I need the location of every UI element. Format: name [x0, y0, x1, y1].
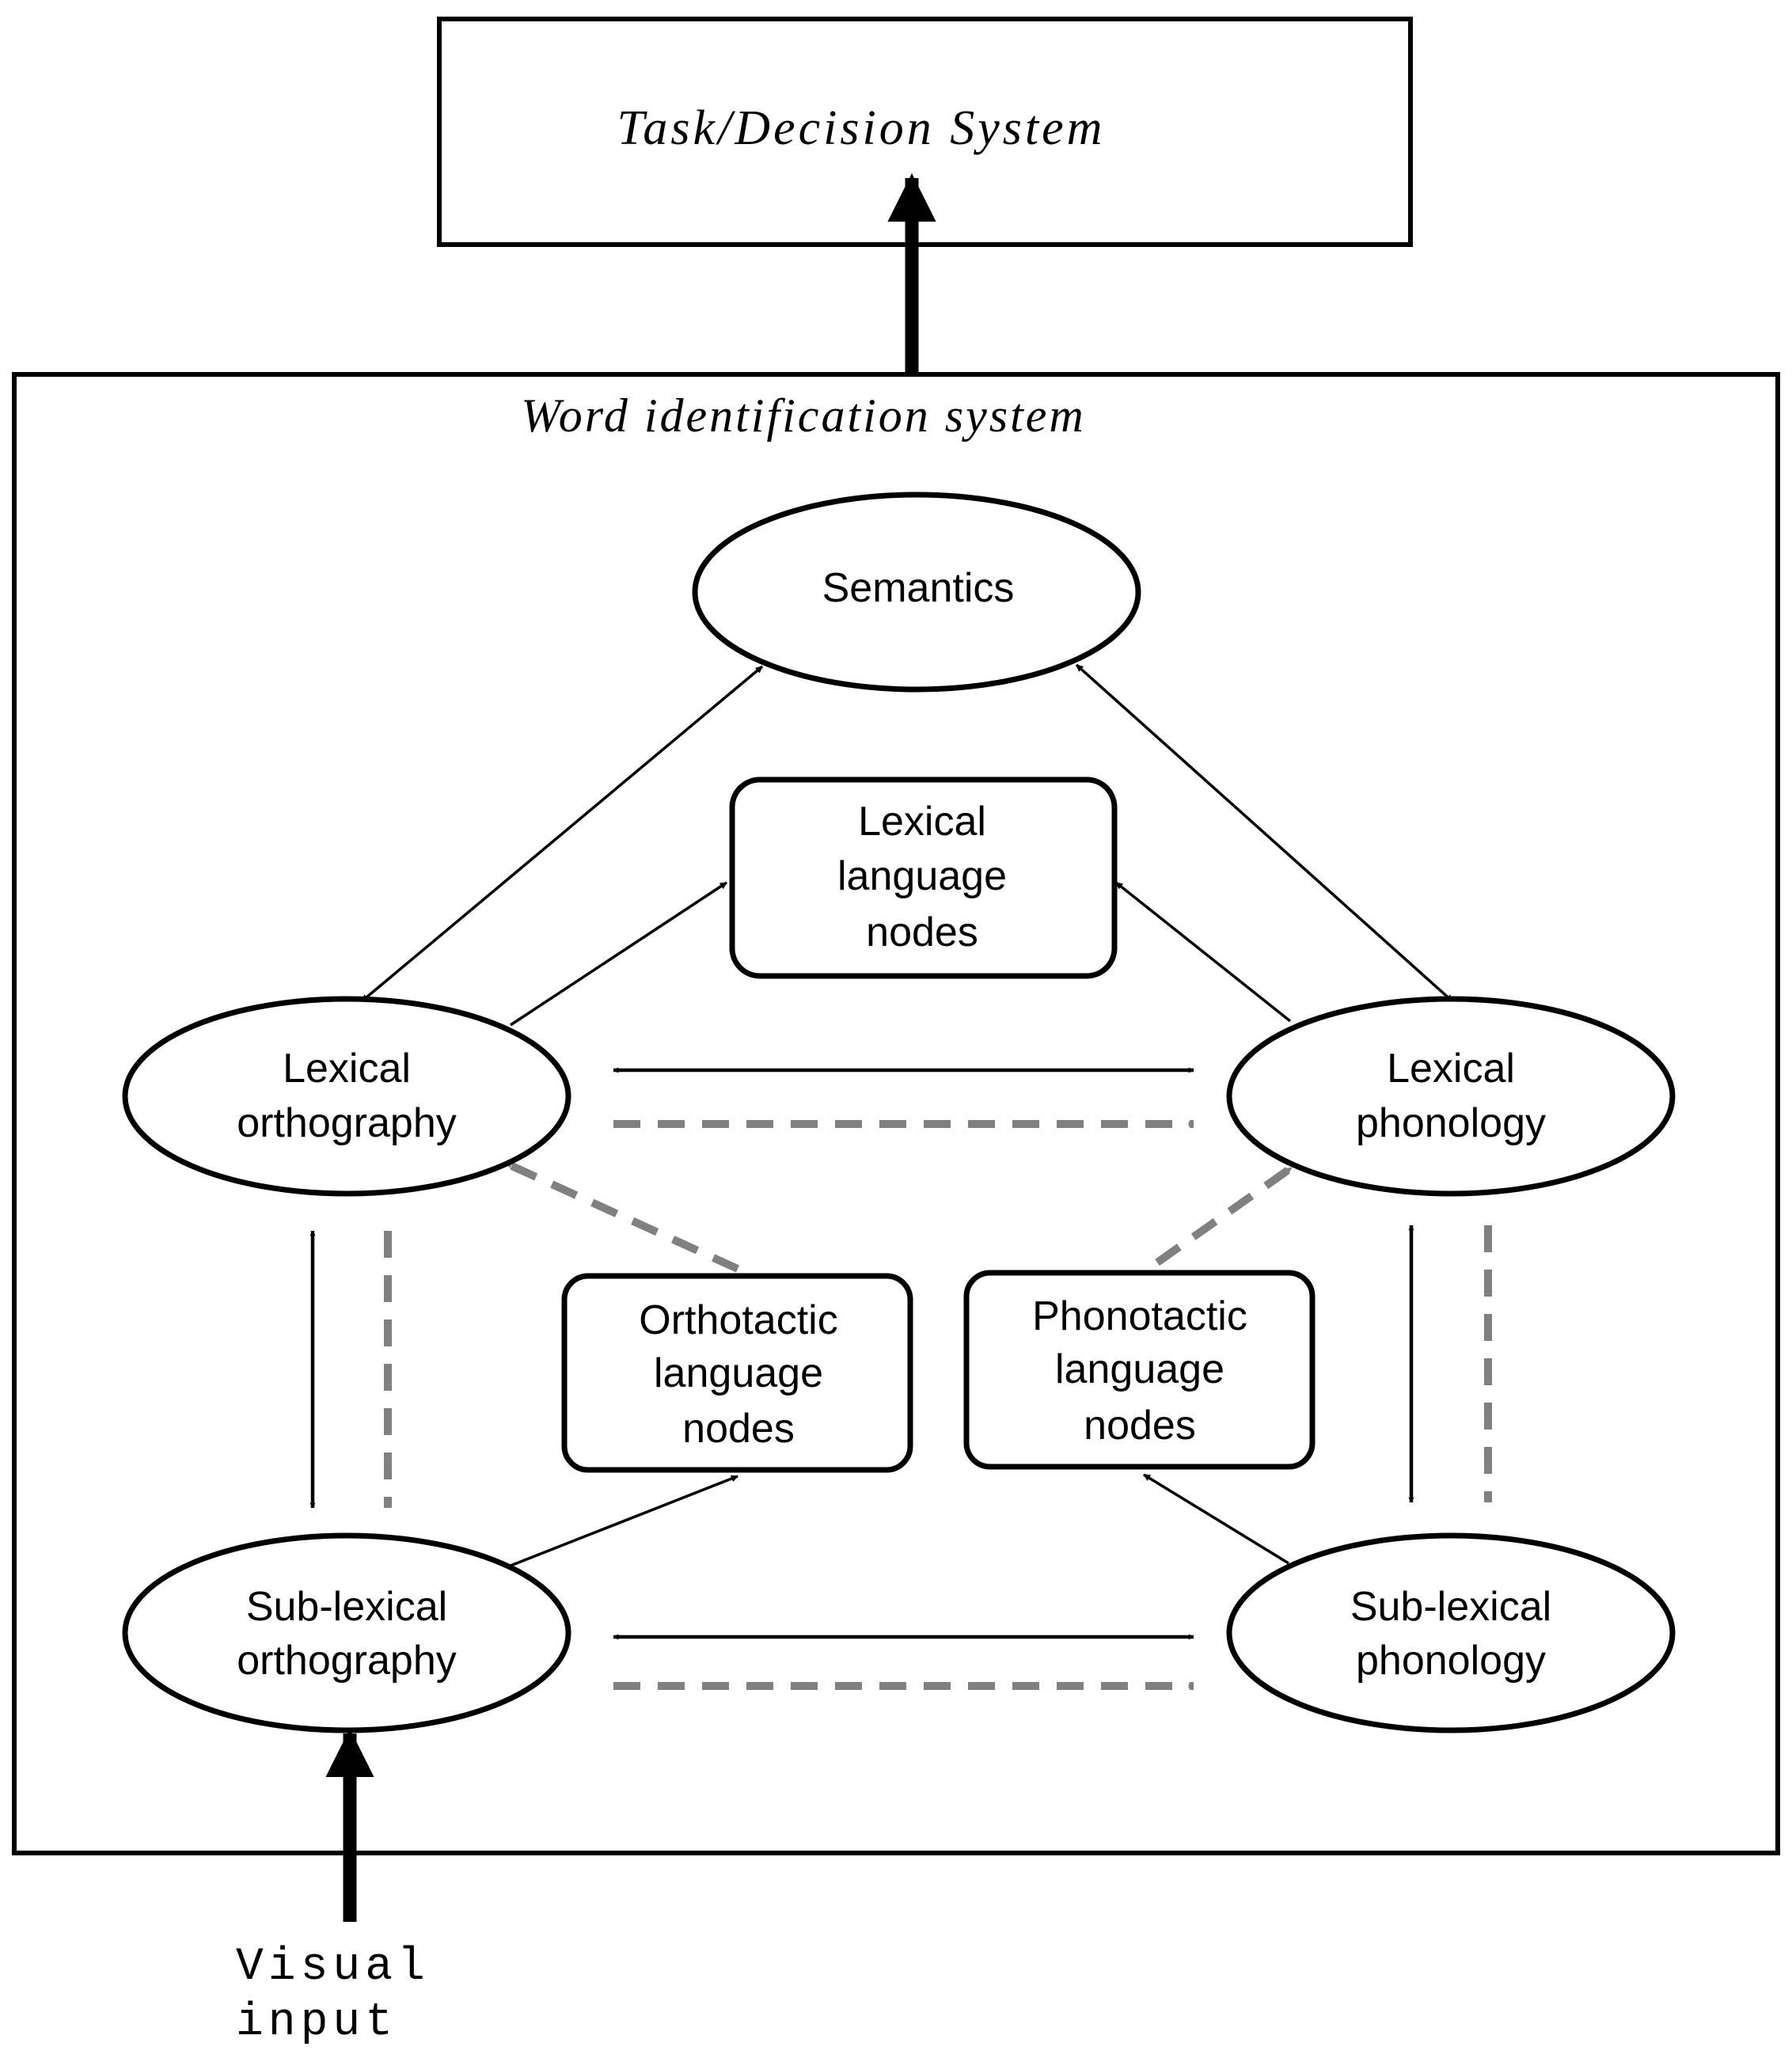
lexical-orthography-node: Lexical orthography [122, 996, 571, 1197]
sublexical-phonology-node: Sub-lexical phonology [1226, 1532, 1676, 1733]
sublexical-orthography-line-2: orthography [237, 1638, 457, 1684]
arrow-sublexphon-to-phonotactic-nodes [1143, 1473, 1289, 1565]
arrow-sublexorth-to-orthotactic-nodes [510, 1475, 738, 1567]
visual-input-label: Visual input [236, 1942, 430, 2049]
lexical-language-nodes-line-3: nodes [866, 909, 978, 955]
arrow-phonotactic-to-lexical-phonology-dashed [1155, 1164, 1294, 1266]
lexical-phonology-line-1: Lexical [1387, 1046, 1515, 1092]
word-identification-title: Word identification system [521, 389, 1086, 442]
phonotactic-line-3: nodes [1084, 1403, 1196, 1449]
phonotactic-line-2: language [1055, 1346, 1224, 1392]
lexical-phonology-line-2: phonology [1356, 1100, 1546, 1146]
orthotactic-line-1: Orthotactic [639, 1297, 837, 1343]
sublexical-orthography-line-1: Sub-lexical [246, 1584, 447, 1630]
lexical-language-nodes-box: Lexical language nodes [729, 776, 1118, 979]
arrow-semantics-lexical-orthography [360, 665, 764, 1003]
lexical-language-nodes-line-2: language [837, 853, 1007, 899]
sublexical-phonology-line-1: Sub-lexical [1350, 1584, 1551, 1630]
orthotactic-line-3: nodes [682, 1406, 795, 1452]
phonotactic-line-1: Phonotactic [1032, 1293, 1247, 1339]
lexical-phonology-node: Lexical phonology [1226, 996, 1676, 1197]
lexical-orthography-line-2: orthography [237, 1100, 457, 1146]
arrow-semantics-lexical-phonology [1075, 663, 1454, 1003]
orthotactic-line-2: language [654, 1350, 823, 1396]
visual-input-line-2: input [236, 1997, 397, 2049]
task-decision-box: Task/Decision System [437, 17, 1413, 247]
arrow-lexorth-to-lexical-language-nodes [510, 881, 727, 1027]
lexical-language-nodes-line-1: Lexical [858, 799, 986, 845]
phonotactic-language-nodes-box: Phonotactic language nodes [963, 1270, 1316, 1470]
sublexical-phonology-line-2: phonology [1356, 1638, 1546, 1684]
lexical-orthography-line-1: Lexical [283, 1046, 411, 1092]
task-decision-title: Task/Decision System [617, 101, 1106, 155]
arrow-lexphon-to-lexical-language-nodes [1114, 881, 1292, 1023]
semantics-label: Semantics [822, 565, 1015, 611]
semantics-node: Semantics [692, 492, 1141, 693]
visual-input-line-1: Visual [236, 1942, 430, 1993]
orthotactic-language-nodes-box: Orthotactic language nodes [561, 1273, 913, 1473]
sublexical-orthography-node: Sub-lexical orthography [122, 1532, 571, 1733]
